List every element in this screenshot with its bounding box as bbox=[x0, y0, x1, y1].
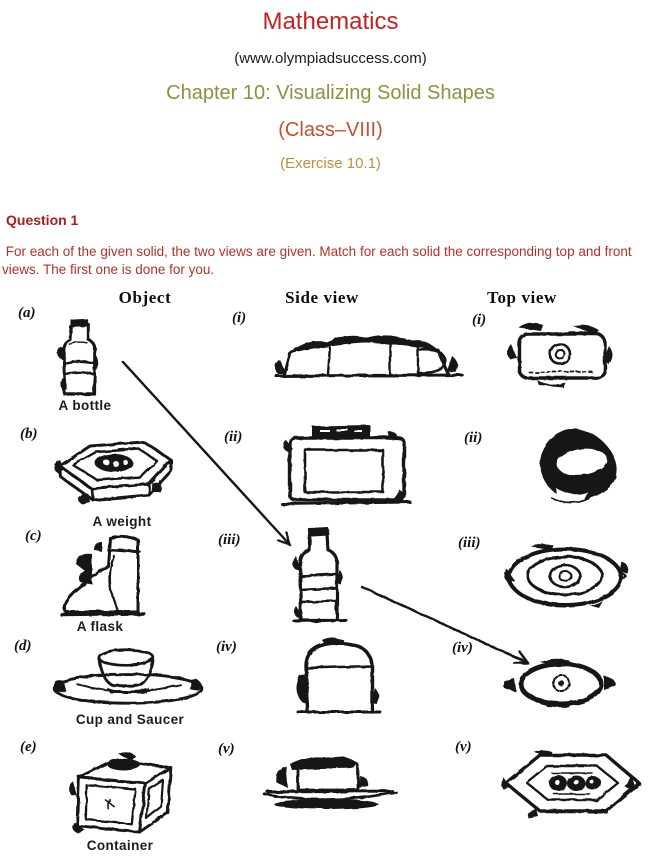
flask-sketch bbox=[52, 532, 146, 620]
top-view-v-sketch bbox=[500, 746, 645, 820]
bottle-sketch bbox=[46, 316, 116, 396]
side-view-iii-sketch-svg bbox=[292, 527, 348, 623]
container-sketch bbox=[48, 748, 190, 836]
cup-and-saucer-sketch-svg bbox=[52, 648, 204, 705]
flask-sketch-svg bbox=[60, 534, 146, 617]
class-line: (Class–VIII) bbox=[278, 119, 383, 141]
side-view-v-label: (v) bbox=[218, 741, 235, 757]
exercise-line: (Exercise 10.1) bbox=[280, 155, 381, 172]
side-view-i-label: (i) bbox=[232, 310, 247, 326]
column-header-side-view: Side view bbox=[285, 288, 359, 307]
object-d-caption: Cup and Saucer bbox=[75, 712, 185, 727]
weight-sketch bbox=[52, 432, 180, 512]
column-header-object: Object bbox=[118, 288, 172, 307]
figure-question-1: Object Side view Top view (a) (b) (c) (d… bbox=[0, 288, 661, 857]
top-view-v-sketch-svg bbox=[501, 749, 641, 818]
side-view-ii-sketch-svg bbox=[280, 425, 412, 506]
page-title: Mathematics bbox=[262, 8, 399, 35]
question-heading: Question 1 bbox=[6, 212, 79, 228]
top-view-iv-sketch-svg bbox=[503, 658, 616, 708]
side-view-ii-sketch bbox=[280, 420, 418, 510]
side-view-iii-label: (iii) bbox=[218, 532, 241, 548]
side-view-v-sketch bbox=[260, 750, 400, 812]
top-view-iii-label: (iii) bbox=[458, 535, 481, 551]
cup-and-saucer-sketch bbox=[46, 642, 212, 710]
site-name: (www.olympiadsuccess.com) bbox=[234, 50, 427, 67]
object-b-label: (b) bbox=[20, 426, 38, 442]
object-d-label: (d) bbox=[14, 638, 32, 654]
weight-sketch-svg bbox=[54, 440, 173, 504]
side-view-v-sketch-svg bbox=[262, 756, 398, 809]
object-e-caption: Container bbox=[86, 838, 154, 853]
object-c-caption: A flask bbox=[76, 619, 124, 634]
question-body: For each of the given solid, the two vie… bbox=[2, 244, 636, 277]
top-view-i-label: (i) bbox=[472, 312, 487, 328]
top-view-ii-sketch-svg bbox=[539, 428, 618, 504]
top-view-iii-sketch bbox=[501, 541, 634, 612]
top-view-v-label: (v) bbox=[455, 739, 472, 755]
top-view-iv-label: (iv) bbox=[452, 640, 473, 656]
bottle-sketch-svg bbox=[57, 318, 99, 396]
column-header-top-view: Top view bbox=[487, 288, 557, 307]
side-view-i-sketch bbox=[268, 324, 468, 382]
container-sketch-svg bbox=[68, 752, 173, 835]
object-c-label: (c) bbox=[25, 528, 42, 544]
top-view-iii-sketch-svg bbox=[504, 543, 628, 608]
side-view-iii-sketch bbox=[286, 526, 354, 624]
side-view-iv-label: (iv) bbox=[216, 639, 237, 655]
top-view-iv-sketch bbox=[500, 654, 622, 712]
top-view-ii-sketch bbox=[526, 420, 632, 515]
object-e-label: (e) bbox=[20, 739, 37, 755]
top-view-ii-label: (ii) bbox=[464, 430, 483, 446]
top-view-i-sketch bbox=[503, 316, 621, 396]
top-view-i-sketch-svg bbox=[507, 323, 613, 387]
side-view-i-sketch-svg bbox=[274, 335, 464, 378]
object-b-caption: A weight bbox=[92, 514, 152, 529]
side-view-ii-label: (ii) bbox=[224, 429, 243, 445]
object-a-label: (a) bbox=[18, 305, 36, 321]
chapter-title: Chapter 10: Visualizing Solid Shapes bbox=[166, 82, 495, 104]
side-view-iv-sketch-svg bbox=[296, 637, 382, 714]
object-a-caption: A bottle bbox=[58, 398, 112, 413]
side-view-iv-sketch bbox=[292, 636, 386, 716]
